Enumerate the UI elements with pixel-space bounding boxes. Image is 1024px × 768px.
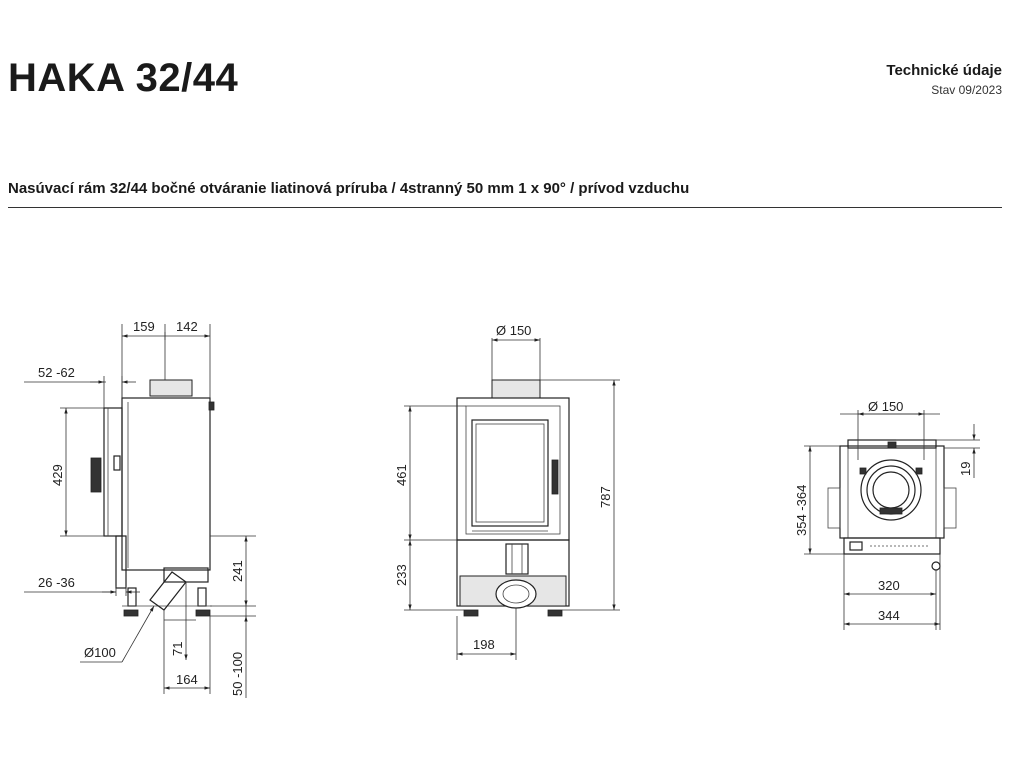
front-foot	[547, 609, 563, 617]
dim-label: 50 -100	[230, 652, 245, 696]
top-view: Ø 150 19 354 -364 320 344	[794, 399, 980, 630]
dim-label: 164	[176, 672, 198, 687]
front-door-handle	[551, 459, 559, 495]
dim-label: 159	[133, 319, 155, 334]
dim-label: 787	[598, 486, 613, 508]
diameter-label: Ø 150	[868, 399, 903, 414]
header-divider	[8, 207, 1002, 208]
product-subtitle: Nasúvací rám 32/44 bočné otváranie liati…	[8, 180, 690, 197]
dim-label: 233	[394, 564, 409, 586]
side-view: 159 142 52 -62 429 26 -36 241 71	[24, 319, 256, 698]
dim-label: 320	[878, 578, 900, 593]
dim-label: 354 -364	[794, 485, 809, 536]
side-foot	[123, 609, 139, 617]
front-glass	[471, 419, 549, 527]
side-door-handle	[90, 457, 102, 493]
dim-label: 198	[473, 637, 495, 652]
side-door-panel	[103, 407, 123, 537]
dim-label: 142	[176, 319, 198, 334]
dim-label: 52 -62	[38, 365, 75, 380]
dim-label: 429	[50, 464, 65, 486]
front-air-inlet	[495, 579, 537, 609]
document-meta: Technické údaje Stav 09/2023	[886, 62, 1002, 97]
side-air-pipe	[149, 571, 187, 611]
dim-label: 344	[878, 608, 900, 623]
dim-label: 241	[230, 560, 245, 582]
side-body	[121, 397, 211, 571]
dim-label: 19	[958, 462, 973, 476]
front-foot	[463, 609, 479, 617]
diameter-label: Ø100	[84, 645, 116, 660]
dim-label: 461	[394, 464, 409, 486]
diameter-label: Ø 150	[496, 323, 531, 338]
document-version: Stav 09/2023	[931, 83, 1002, 97]
side-flue-collar	[149, 379, 193, 397]
front-view: Ø 150 461 233 787 198	[394, 323, 620, 660]
page-title: HAKA 32/44	[8, 56, 239, 100]
document-type: Technické údaje	[886, 62, 1002, 79]
front-flue-collar	[491, 379, 541, 399]
dim-label: 71	[170, 642, 185, 656]
top-knob	[931, 561, 941, 571]
dim-label: 26 -36	[38, 575, 75, 590]
top-flue-outer	[860, 459, 922, 521]
side-foot	[195, 609, 211, 617]
